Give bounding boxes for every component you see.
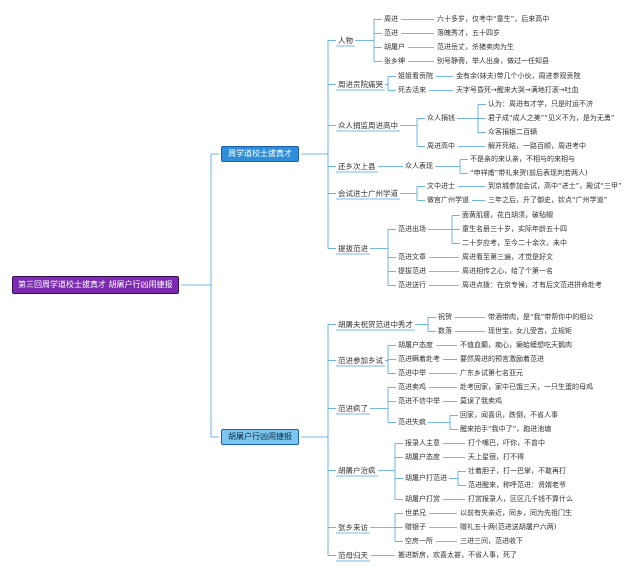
sub-gaozhong: 周进高中 xyxy=(427,142,455,150)
branch-1-label: 周学道校士拔真才 xyxy=(228,149,292,158)
sub-zhongju: 范进中举 xyxy=(398,369,426,377)
sub-jx1: 认为：周进有才学，只是时运不济 xyxy=(488,100,593,108)
sub-chuchang: 范进出场 xyxy=(398,225,426,233)
sub-juanqian: 众人捐钱 xyxy=(427,114,455,122)
sub-jiefk: 范进瞒着赴考 xyxy=(398,355,440,363)
topic-gongyuan: 周进贡院痛哭 xyxy=(338,80,383,89)
sub-xifeng: 范进失疯 xyxy=(398,418,426,426)
sub-dashang: 胡屠户打赏 xyxy=(405,495,440,503)
topic-jiefu: 胡屠夫祝贺范进中秀才 xyxy=(338,320,413,329)
sub-zhang: 张乡绅 xyxy=(384,57,405,65)
sub-fanjin-desc: 落魄秀才，五十四岁 xyxy=(437,29,500,37)
sub-xf1: 回家，闻喜讯，跌倒，不省人事 xyxy=(460,411,558,419)
sub-bx1: 不是亲的来认亲，不相与的来相与 xyxy=(470,155,575,163)
sub-zhuyi-desc: 打个嘴巴，吓你，不曾中 xyxy=(468,439,545,447)
sub-shuluo: 数落 xyxy=(438,327,452,335)
sub-jx3: 众客捐银二百辆 xyxy=(488,128,537,136)
sub-cc3: 二十岁应考，至今二十余次，未中 xyxy=(462,239,567,247)
sub-bx2: “申祥甫”带礼来贺(前后表现判若两人) xyxy=(470,169,588,177)
sub-jieshang-desc: 金有余(妹夫)带几个小伙，周进参观贡院 xyxy=(456,72,581,80)
sub-hu: 胡屠户 xyxy=(384,43,405,51)
sub-dd2: 范进醒来，称呼范进：贤婿老爷 xyxy=(468,481,566,489)
sub-songxing-desc: 周进点拨：在京专候，才有后文范进拼命赴考 xyxy=(462,281,602,289)
sub-shixiong: 世弟兄 xyxy=(405,509,426,517)
sub-zhuhe-desc: 带酒带肉，是“我”带帮你中的相公 xyxy=(488,313,594,321)
sub-tai2-desc: 天上星宿，打不得 xyxy=(468,453,524,461)
sub-maiji: 范进卖鸡 xyxy=(398,383,426,391)
sub-zhuyi: 报录人主意 xyxy=(405,439,440,447)
sub-zhuhe: 祝贺 xyxy=(438,313,452,321)
sub-zhongju-desc: 广东乡试第七名亚元 xyxy=(460,369,523,377)
sub-xf2: 醒来拍手“我中了”，跑进池塘 xyxy=(460,425,552,433)
sub-zengyin: 赠银子 xyxy=(405,523,426,531)
sub-buxin-desc: 莫误了我卖鸡 xyxy=(460,397,502,405)
sub-cc2: 童生名册三十岁，实际年龄五十四 xyxy=(462,225,567,233)
sub-cc1: 面黄肌瘦，花白胡须，破毡帽 xyxy=(462,211,553,219)
topic-huanxiang: 还乡次上县 xyxy=(338,162,376,171)
topic-zhifeng: 胡屠户治疯 xyxy=(338,466,376,475)
branch-node-2: 胡屠户行凶闹捷报 xyxy=(221,429,299,445)
sub-zengyin-desc: 赠礼五十两(范进送胡屠户六两) xyxy=(460,523,557,531)
sub-tibafj: 提拔范进 xyxy=(398,267,426,275)
sub-biaoxian: 众人表现 xyxy=(405,162,433,170)
root-label: 第三回周学道校士拔真才 胡屠户行凶闹捷报 xyxy=(18,280,173,289)
sub-jinshi: 文中进士 xyxy=(427,182,455,190)
sub-xuedao: 做官广州学道 xyxy=(427,196,469,204)
sub-jinshi-desc: 到京城参加会试，高中“进士”，殿试“三甲” xyxy=(488,182,622,190)
sub-jiefk-desc: 要然周进的预言激励着范进 xyxy=(460,355,544,363)
sub-maiji-desc: 赴考回家，家中已饿三天，一只生蛋的母鸡 xyxy=(460,383,593,391)
sub-xuedao-desc: 三年之后，升了御史，钦点“广州学道” xyxy=(488,196,608,204)
topic-huishi: 会试进士广州学道 xyxy=(338,189,398,198)
topic-zhongren: 众人捐监周进高中 xyxy=(338,121,398,130)
sub-shuluo-desc: 现世宝，女儿受苦，立规矩 xyxy=(488,327,572,335)
sub-kongfang-desc: 三进三间，范进收下 xyxy=(460,537,523,545)
branch-2-label: 胡屠户行凶闹捷报 xyxy=(228,432,292,441)
branch-node-1: 周学道校士拔真才 xyxy=(221,146,299,162)
sub-wenzhang-desc: 周进看至第三遍，才觉是好文 xyxy=(462,253,553,261)
sub-jx2: 君子成“成人之美”“见义不为，是为无勇” xyxy=(488,114,615,122)
sub-wenzhang: 范进文章 xyxy=(398,253,426,261)
sub-tai2: 胡屠户态度 xyxy=(405,453,440,461)
sub-fanjin: 范进 xyxy=(384,29,398,37)
topic-renwu: 人物 xyxy=(338,36,353,45)
sub-gaozhong-desc: 解开死结，一路百顺，周进考中 xyxy=(488,142,586,150)
root-node: 第三回周学道校士拔真才 胡屠户行凶闹捷报 xyxy=(12,276,179,294)
sub-dashang-desc: 打赏报录人，区区几千钱不算什么 xyxy=(468,495,573,503)
sub-dadian: 胡屠户打范进 xyxy=(405,474,447,482)
sub-zhang-desc: 别号静斋，举人出身，做过一任知县 xyxy=(437,57,549,65)
sub-buxin: 范进不信中举 xyxy=(398,397,440,405)
topic-canjia: 范进参加乡试 xyxy=(338,356,383,365)
sub-hu-desc: 范进岳丈，杀猪卖肉为生 xyxy=(437,43,514,51)
sub-zhoujin: 周进 xyxy=(384,15,398,23)
topic-baifang: 张乡来访 xyxy=(338,523,368,532)
sub-taidu: 胡屠户态度 xyxy=(398,341,433,349)
sub-tibafj-desc: 周进相传之心，给了个第一名 xyxy=(462,267,553,275)
topic-laomu: 范母归天 xyxy=(338,551,368,560)
topic-fengle: 范进疯了 xyxy=(338,404,368,413)
sub-shixiong-desc: 以前有失亲近，同乡，同为先祖门生 xyxy=(460,509,572,517)
sub-kongfang: 空房一所 xyxy=(405,537,433,545)
sub-jieshang: 姐姐看贡院 xyxy=(398,72,433,80)
sub-sihuo-desc: 天字号昏死→醒来大哭→满地打滚→吐血 xyxy=(456,86,579,94)
sub-zhoujin-desc: 六十多岁，仅考中“童生”，后来高中 xyxy=(437,15,550,23)
sub-laomu-desc: 搬进新房，欢喜太甚，不省人事，死了 xyxy=(398,551,517,559)
topic-tiba: 提拔范进 xyxy=(338,244,368,253)
sub-dd1: 壮着胆子，打一巴掌，不敢再打 xyxy=(468,467,566,475)
sub-sihuo: 死去活来 xyxy=(398,86,426,94)
sub-songxing: 范进送行 xyxy=(398,281,426,289)
sub-taidu-desc: 不值血癫，痴心，癞蛤蟆想吃天鹅肉 xyxy=(460,341,572,349)
